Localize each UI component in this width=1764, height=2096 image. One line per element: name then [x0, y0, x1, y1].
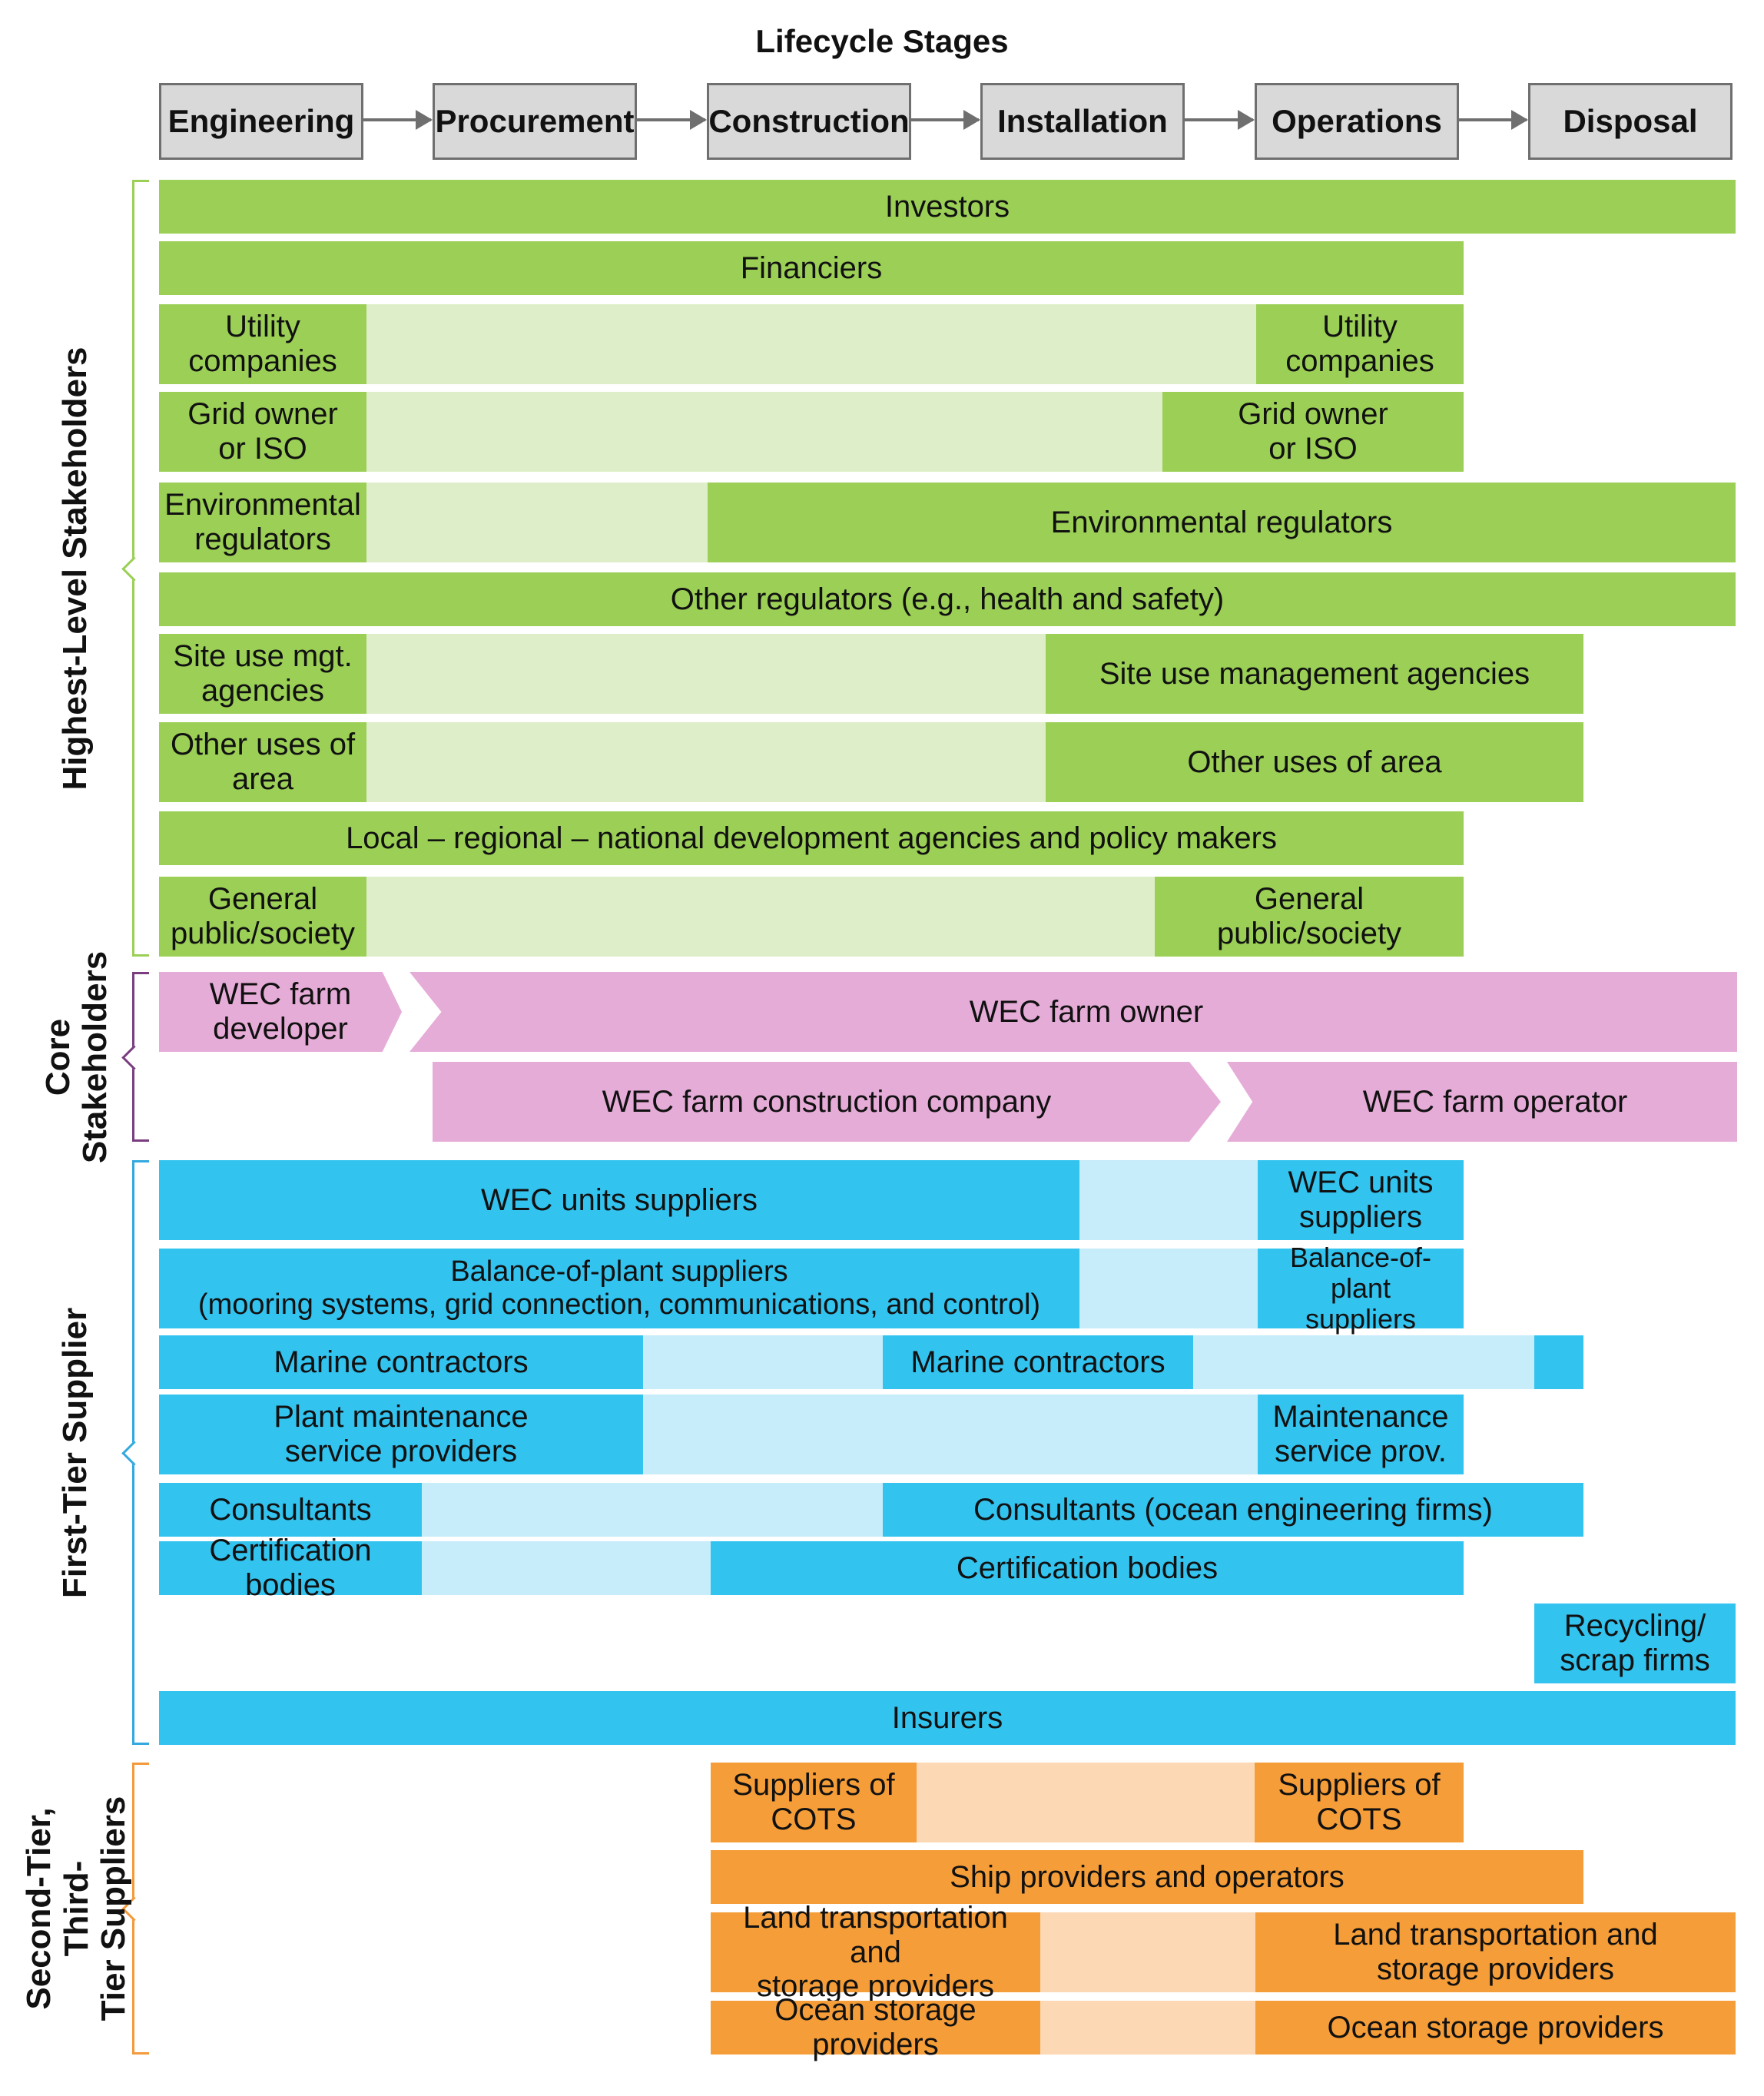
shading-strip [1040, 2001, 1255, 2055]
stage-arrow [637, 110, 707, 130]
stage-engineering: Engineering [159, 83, 363, 160]
bar-wec-developer: WEC farm developer [159, 972, 402, 1052]
bar-wec-units-2: WEC units suppliers [1258, 1160, 1464, 1240]
shading-strip [422, 1483, 883, 1537]
bar-cots-2: Suppliers of COTS [1255, 1763, 1464, 1842]
bar-ocean-1: Ocean storage providers [711, 1993, 1040, 2061]
bar-cots-1: Suppliers of COTS [711, 1763, 917, 1842]
shading-strip [643, 1395, 1258, 1474]
stage-procurement: Procurement [433, 83, 637, 160]
bar-wec-construction: WEC farm construction company [433, 1062, 1221, 1142]
stage-installation: Installation [980, 83, 1185, 160]
shading-strip [1040, 1912, 1255, 1992]
shading-strip [366, 877, 1155, 957]
bar-dev-agencies: Local – regional – national development … [159, 811, 1464, 865]
stage-disposal: Disposal [1528, 83, 1732, 160]
diagram-title: Lifecycle Stages [755, 23, 1009, 59]
bar-public-1: General public/society [159, 877, 366, 957]
bar-site-use-2: Site use management agencies [1046, 634, 1583, 714]
bar-land-2: Land transportation and storage provider… [1255, 1912, 1736, 1992]
bar-wec-operator: WEC farm operator [1227, 1062, 1737, 1142]
group-label-second-tier: Second-Tier, Third- Tier Suppliers [20, 1796, 133, 2021]
bar-wec-owner: WEC farm owner [410, 972, 1737, 1052]
shading-strip [366, 304, 1256, 384]
bar-consultants-1: Consultants [159, 1483, 422, 1537]
group-label-core: Core Stakeholders [38, 950, 114, 1163]
bar-cert-2: Certification bodies [711, 1541, 1464, 1595]
bar-bop-1: Balance-of-plant suppliers (mooring syst… [159, 1249, 1079, 1328]
bar-insurers: Insurers [159, 1691, 1736, 1745]
bar-public-2: General public/society [1155, 877, 1464, 957]
shading-strip [422, 1541, 711, 1595]
bar-bop-2: Balance-of-plant suppliers [1258, 1242, 1464, 1335]
bar-env-regulators-1: Environmental regulators [159, 483, 366, 562]
bar-marine-2: Marine contractors [883, 1335, 1193, 1389]
stage-arrow [1185, 110, 1255, 130]
stage-construction: Construction [707, 83, 911, 160]
bar-investors: Investors [159, 180, 1736, 234]
stage-operations: Operations [1255, 83, 1459, 160]
group-label-highest: Highest-Level Stakeholders [55, 346, 94, 791]
group-label-first-tier: First-Tier Supplier [55, 1307, 94, 1598]
shading-strip [366, 483, 708, 562]
bar-maint-2: Maintenance service prov. [1258, 1395, 1464, 1474]
stage-arrow [363, 110, 433, 130]
bar-marine-1: Marine contractors [159, 1335, 643, 1389]
bar-wec-units-1: WEC units suppliers [159, 1160, 1079, 1240]
stage-arrow [911, 110, 980, 130]
bar-land-1: Land transportation and storage provider… [711, 1901, 1040, 2003]
bar-env-regulators-2: Environmental regulators [708, 483, 1736, 562]
bar-site-use-1: Site use mgt. agencies [159, 634, 366, 714]
shading-strip [1079, 1249, 1258, 1328]
shading-strip [366, 392, 1162, 472]
bar-cert-1: Certification bodies [159, 1534, 422, 1602]
bar-other-uses-1: Other uses of area [159, 722, 366, 802]
bar-utility-companies-1: Utility companies [159, 304, 366, 384]
bar-ship: Ship providers and operators [711, 1850, 1583, 1904]
bar-other-uses-2: Other uses of area [1046, 722, 1583, 802]
bar-consultants-2: Consultants (ocean engineering firms) [883, 1483, 1583, 1537]
bar-utility-companies-2: Utility companies [1256, 304, 1464, 384]
bar-marine-3 [1534, 1335, 1583, 1389]
bar-grid-owner-2: Grid owner or ISO [1162, 392, 1464, 472]
bar-maint-1: Plant maintenance service providers [159, 1395, 643, 1474]
bar-recycling: Recycling/ scrap firms [1534, 1604, 1736, 1683]
shading-strip [917, 1763, 1255, 1842]
bar-grid-owner-1: Grid owner or ISO [159, 392, 366, 472]
bar-financiers: Financiers [159, 241, 1464, 295]
bar-ocean-2: Ocean storage providers [1255, 2001, 1736, 2055]
stage-arrow [1459, 110, 1528, 130]
shading-strip [366, 722, 1046, 802]
shading-strip [366, 634, 1046, 714]
bar-other-regulators: Other regulators (e.g., health and safet… [159, 572, 1736, 626]
shading-strip [1079, 1160, 1258, 1240]
